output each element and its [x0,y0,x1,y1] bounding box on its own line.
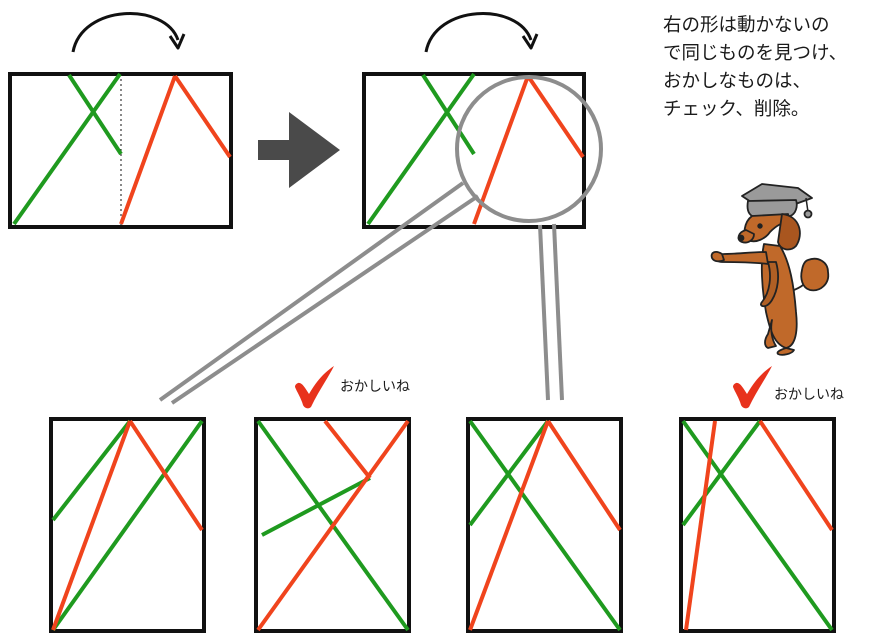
panel-3-red-line [546,419,622,532]
panel-2-frame [254,417,411,633]
magnifier-circle-icon [455,75,603,223]
panel-2-green-line [261,476,371,537]
after-green-line [366,72,476,226]
panel-4-red-line [758,419,834,532]
before-green-line [67,73,123,156]
instruction-line: 右の形は動かないの [663,15,830,36]
before-figure [8,12,233,229]
panel-4-frame [679,417,836,633]
panel-3-red-line [468,420,550,631]
panel-3-green-line [468,419,550,527]
panel-1-red-line [51,420,132,631]
panel-4-red-line [684,420,717,631]
zoom-guide-line [158,181,465,402]
check-icon [733,366,772,409]
zoom-guide-line [170,194,480,405]
panel-1-red-line [128,419,204,532]
instruction-line: チェック、削除。 [663,99,810,120]
panel-2-red-line [256,419,410,632]
zoom-guide-line [552,223,564,401]
panel-3-green-line [468,419,622,632]
curved-arrow-icon [71,12,180,53]
dog-mascot-icon [710,183,830,356]
before-green-line [12,72,122,226]
panel-4 [679,366,836,633]
panel-4-green-line [681,419,762,527]
instruction-line: おかしなものは、 [663,71,812,92]
right-arrow-icon [258,112,340,188]
instruction-text: 右の形は動かないの で同じものを見つけ、 おかしなものは、 チェック、削除。 [663,12,888,124]
before-red-line [119,75,177,225]
panel-2-wrong-label: おかしいね [340,379,410,395]
panel-3-frame [466,417,623,633]
panel-1-green-line [51,419,132,522]
after-figure [362,12,603,229]
panel-1-frame [49,417,206,633]
curved-arrow-icon-head [521,33,539,50]
curved-arrow-icon-head [168,33,186,50]
instruction-line: で同じものを見つけ、 [663,43,848,64]
after-red-line [526,74,585,159]
panel-4-wrong-label: おかしいね [774,387,844,403]
panel-2-red-line [323,419,372,480]
panel-1 [49,417,206,633]
panel-1-green-line [51,419,204,632]
curved-arrow-icon [424,12,533,53]
after-green-line [421,73,476,156]
zoom-guide-line [538,224,550,401]
before-red-line [173,74,232,159]
after-red-line [472,75,530,225]
zoom-guides [158,181,564,405]
check-icon [295,366,334,409]
panel-4-green-line [681,419,834,632]
panel-3 [466,417,623,633]
panel-2 [254,366,411,633]
